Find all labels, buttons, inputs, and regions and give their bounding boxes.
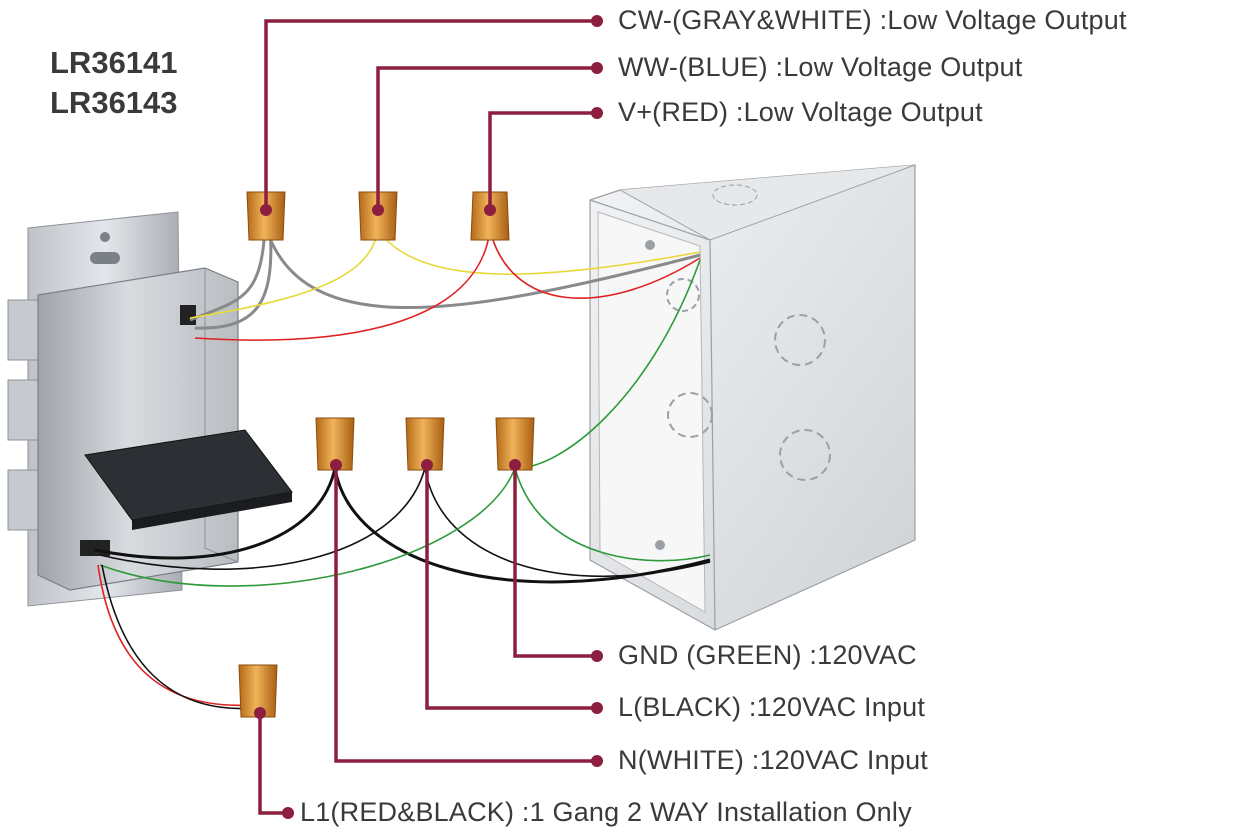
wire-nut-icon: [405, 417, 445, 471]
label-cw: CW-(GRAY&WHITE) :Low Voltage Output: [618, 5, 1127, 35]
line-voltage-wires: [94, 259, 711, 710]
wire-nut-icon: [495, 417, 535, 471]
model-number: LR36141: [50, 45, 178, 80]
leader-dots: [254, 15, 603, 819]
model-number: LR36143: [50, 85, 178, 120]
label-l1: L1(RED&BLACK) :1 Gang 2 WAY Installation…: [300, 797, 912, 827]
wire-nut-icon: [238, 664, 278, 718]
wire-nut-icon: [315, 417, 355, 471]
leader-lines: [258, 19, 597, 815]
low-voltage-wires: [189, 224, 701, 341]
label-ww: WW-(BLUE) :Low Voltage Output: [618, 52, 1023, 82]
label-n: N(WHITE) :120VAC Input: [618, 745, 928, 775]
label-l: L(BLACK) :120VAC Input: [618, 692, 926, 722]
dimmer-switch-icon: [7, 211, 293, 607]
label-vplus: V+(RED) :Low Voltage Output: [618, 97, 983, 127]
label-gnd: GND (GREEN) :120VAC: [618, 640, 917, 670]
